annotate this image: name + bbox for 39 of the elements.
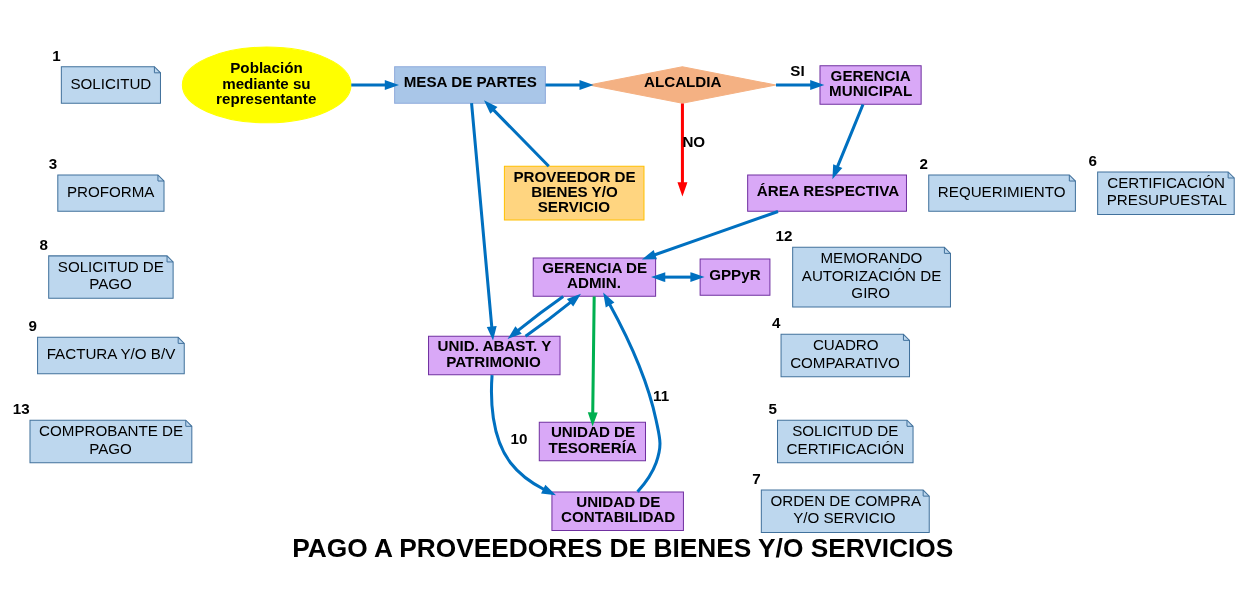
node-label: 1 [52, 46, 61, 64]
node-box: MESA DE PARTES [394, 65, 546, 104]
node-box: ÁREA RESPECTIVA [747, 173, 907, 212]
node-label: 2 [919, 154, 929, 172]
edge-label: SI [790, 61, 805, 79]
node-label: 6 [1088, 151, 1097, 169]
node-label: 8 [39, 235, 49, 253]
arrow [507, 294, 565, 339]
node-box: PROVEEDOR DE BIENES Y/O SERVICIO [503, 165, 645, 220]
edge-label: 11 [653, 386, 670, 404]
node-box: GPPyR [699, 257, 771, 296]
node-ellipse: Población mediante su representante [181, 46, 352, 123]
arrow [587, 295, 598, 427]
node-box: GERENCIA DE ADMIN. [532, 256, 657, 297]
arrow [677, 103, 688, 197]
arrow [484, 99, 550, 167]
arrow [603, 292, 662, 493]
node-label: 5 [768, 399, 777, 417]
arrow [545, 79, 594, 90]
arrow [351, 79, 399, 90]
diagram-title: PAGO A PROVEEDORES DE BIENES Y/O SERVICIOS [292, 532, 954, 563]
node-box: UNIDAD DE TESORERÍA [538, 421, 646, 461]
node-box: UNID. ABAST. Y PATRIMONIO [428, 335, 561, 375]
arrow [489, 374, 556, 495]
arrow [775, 79, 825, 90]
node-box: UNIDAD DE CONTABILIDAD [551, 491, 684, 531]
arrow [832, 103, 865, 179]
arrow [470, 102, 497, 341]
edge-label: 10 [510, 429, 528, 447]
node-label: 7 [752, 469, 761, 487]
arrow [651, 271, 705, 282]
node-label: 3 [48, 154, 58, 172]
node-label: 4 [771, 313, 781, 331]
node-label: 13 [12, 399, 30, 417]
node-label: 9 [28, 316, 37, 334]
arrow [641, 209, 779, 259]
arrow [524, 293, 581, 337]
node-label: 12 [775, 226, 793, 244]
node-box: GERENCIA MUNICIPAL [819, 64, 922, 105]
